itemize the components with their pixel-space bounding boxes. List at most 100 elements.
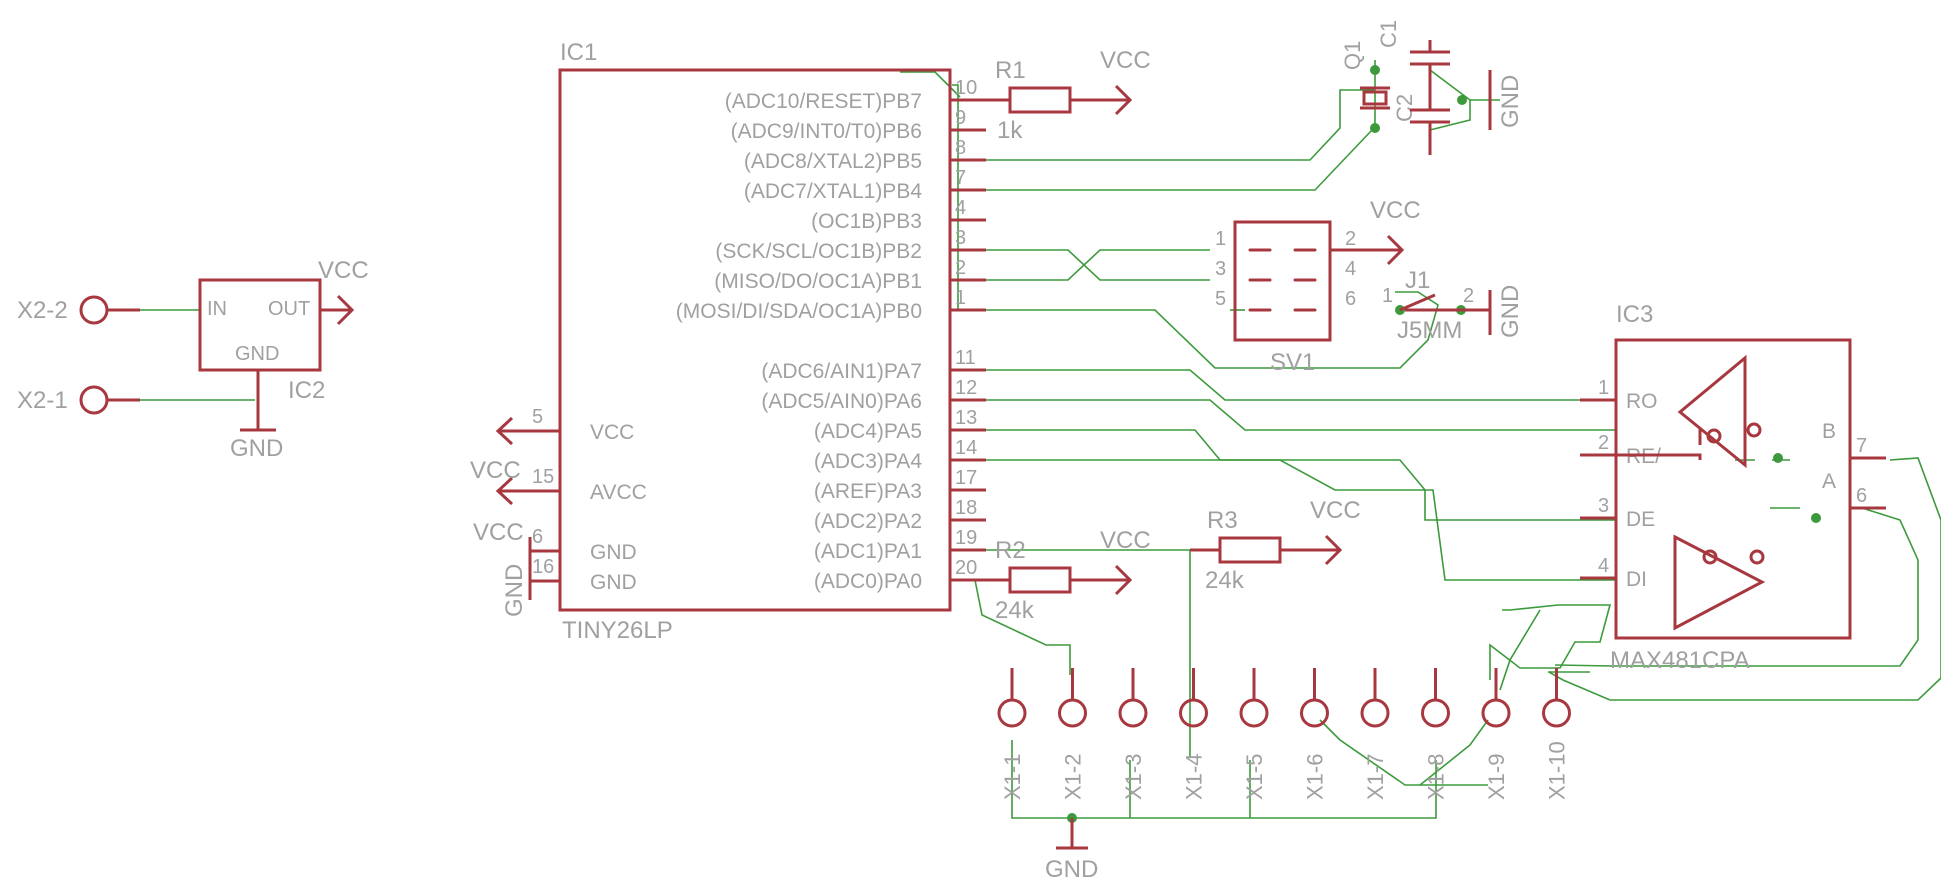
x1-terminal[interactable] [1300,698,1329,728]
j1-gnd-label: GND [1497,285,1524,338]
ic1-pin-label: (ADC2)PA2 [814,510,922,533]
sv1-vcc-label: VCC [1370,197,1421,224]
ic2-in-label: IN [207,298,227,320]
r2-vcc-label: VCC [1100,527,1151,554]
x1-terminal[interactable] [1481,698,1511,728]
x2-2-label: X2-2 [17,297,68,324]
x1-terminal[interactable] [1360,698,1390,728]
crystal-q1: Q1 C2 C1 GND [1340,20,1524,155]
ic1-pin-number: 7 [955,167,966,189]
ic1-pin-number: 17 [955,467,977,489]
x1-terminal-label: X1-7 [1363,754,1388,800]
ic1-pin-number: 11 [955,347,976,369]
x1-terminal-label: X1-3 [1121,754,1146,800]
ic1-name: IC1 [560,39,597,66]
ic3-pin-number: 4 [1598,555,1609,577]
ic3-name: IC3 [1616,301,1653,328]
r1-vcc-label: VCC [1100,47,1151,74]
x1-terminal-label: X1-10 [1545,741,1570,800]
x2-1-label: X2-1 [17,387,68,414]
resistor-r1: R1 1k VCC [950,47,1151,144]
x1-terminal[interactable] [1421,698,1450,728]
ic1-gnd-vcc-overlap-label: VCC [473,519,524,546]
ic1-left-pin-number: 15 [532,466,554,488]
x1-terminal-label: X1-8 [1424,754,1449,800]
x2-1-terminal[interactable] [79,385,109,415]
ic1-pin-number: 19 [955,527,977,549]
ic2-regulator: IN OUT GND IC2 VCC GND X2-2 X2-1 [17,257,369,462]
x1-terminal[interactable] [1179,698,1208,728]
ic1-gnd-supply-label: GND [501,564,528,617]
ic2-vcc-label: VCC [318,257,369,284]
ic1-left-pin-number: 6 [532,526,543,548]
r2-name: R2 [995,537,1026,564]
ic3-pin-label: DE [1626,508,1655,531]
ic1-pin-number: 2 [955,257,966,279]
ic1-avcc-supply-label: VCC [470,457,521,484]
sv1-pin-number: 2 [1345,228,1356,250]
ic1-left-pin-label: GND [590,541,637,564]
ic1-pin-label: (ADC3)PA4 [814,450,922,473]
j1-name: J1 [1405,267,1430,294]
ic1-pin-number: 9 [955,107,966,129]
ic1-pin-number: 12 [955,377,977,399]
ic3-part: MAX481CPA [1610,647,1750,674]
r3-value: 24k [1205,567,1245,594]
ic2-gnd-symbol-label: GND [230,435,283,462]
ic3-pin-label: B [1822,420,1836,443]
ic1-left-pin-label: GND [590,571,637,594]
x1-terminal[interactable] [1058,698,1087,728]
ic1-right-pins: 10(ADC10/RESET)PB79(ADC9/INT0/T0)PB68(AD… [676,77,986,593]
ic1-left-pin-number: 5 [532,406,543,428]
sv1-pin-number: 5 [1215,288,1226,310]
sv1-pin-number: 6 [1345,288,1356,310]
ic1-pin-label: (ADC9/INT0/T0)PB6 [731,120,922,143]
ic1-pin-label: (ADC6/AIN1)PA7 [761,360,922,383]
ic1-pin-label: (ADC1)PA1 [814,540,922,563]
ic1-pin-number: 3 [955,227,966,249]
ic1-left-pin-label: AVCC [590,481,647,504]
ic1-pin-label: (ADC10/RESET)PB7 [725,90,922,113]
x2-2-terminal[interactable] [79,295,109,325]
ic1-pin-number: 10 [955,77,977,99]
j1-pin1: 1 [1382,285,1393,307]
ic1-pin-label: (MISO/DO/OC1A)PB1 [714,270,922,293]
c2-label: C2 [1392,94,1417,122]
x1-gnd-label: GND [1045,856,1098,883]
x1-terminal-label: X1-4 [1182,754,1207,800]
x1-terminal[interactable] [1239,698,1269,728]
ic1-pin-label: (AREF)PA3 [814,480,922,503]
r2-value: 24k [995,597,1035,624]
sv1-pin-number: 1 [1215,228,1226,250]
header-sv1: 1 2 3 4 5 6 SV1 VCC [1215,197,1421,376]
sv1-pin-number: 4 [1345,258,1356,280]
jumper-j1: J1 1 2 J5MM GND [1382,267,1524,344]
ic2-out-label: OUT [268,298,310,320]
r1-value: 1k [997,117,1023,144]
x1-terminal-label: X1-1 [1000,754,1025,800]
x1-terminal-label: X1-9 [1484,754,1509,800]
ic1-pin-number: 4 [955,197,966,219]
resistor-r3: R3 24k VCC [1190,497,1361,594]
ic3-pin-number: 2 [1598,432,1609,454]
x1-terminal[interactable] [1118,698,1148,728]
ic1-pin-number: 14 [955,437,977,459]
wires [140,60,1941,819]
ic3-pin-label: DI [1626,568,1647,591]
sv1-pin-number: 3 [1215,258,1226,280]
c1-label: C1 [1376,20,1401,48]
x1-terminal-label: X1-6 [1303,754,1328,800]
ic3-pin-label: RO [1626,390,1658,413]
ic1-pin-label: (SCK/SCL/OC1B)PB2 [715,240,922,263]
ic3-pin-number: 1 [1598,377,1609,399]
ic2-gnd-label: GND [235,343,279,365]
x1-terminal[interactable] [997,698,1027,728]
sv1-name: SV1 [1270,349,1315,376]
r1-name: R1 [995,57,1026,84]
x1-terminal-label: X1-2 [1061,754,1086,800]
x1-terminal[interactable] [1542,698,1571,728]
